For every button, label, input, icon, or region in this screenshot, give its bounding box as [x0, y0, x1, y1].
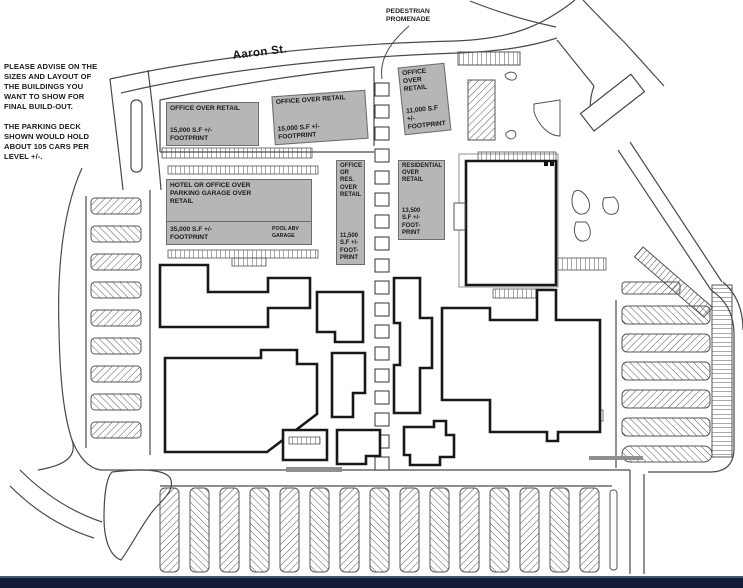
mall-upper-left: [158, 263, 312, 329]
building-title: HOTEL OR OFFICE OVER PARKING GARAGE OVER…: [170, 182, 252, 206]
building-divider: [167, 221, 311, 222]
parking-topright: [457, 51, 714, 318]
mall-lower-left-anchor: [163, 348, 319, 454]
building-size: 11,000 S.F +/- FOOTPRINT: [405, 104, 447, 131]
parking-bottom-columns: [159, 487, 618, 573]
building-title: OFFICE OVER RETAIL: [401, 67, 428, 94]
outparcel-south-2: [335, 428, 382, 466]
mall-mid-left-lower: [330, 351, 367, 419]
advisory-note: PLEASE ADVISE ON THE SIZES AND LAYOUT OF…: [4, 62, 98, 162]
existing-buildings: [158, 159, 602, 467]
parking-combs: [161, 147, 607, 422]
building-office-retail-2: OFFICE OVER RETAIL 15,000 S.F +/- FOOTPR…: [271, 89, 369, 146]
building-title: OFFICE OR RES. OVER RETAIL: [340, 163, 362, 198]
building-office-res-retail: OFFICE OR RES. OVER RETAIL 11,500 S.F +/…: [336, 160, 365, 265]
building-size: 11,500 S.F +/- FOOT- PRINT: [340, 233, 359, 261]
anchor-store-north: [464, 159, 558, 287]
promenade-label: PEDESTRIAN PROMENADE: [386, 8, 431, 24]
building-size: 15,000 S.F +/- FOOTPRINT: [277, 122, 320, 141]
promenade-squares: [374, 82, 390, 471]
building-size: 15,000 S.F +/- FOOTPRINT: [170, 126, 212, 142]
building-title: OFFICE OVER RETAIL: [275, 94, 346, 107]
building-size: 13,500 S.F +/- FOOT- PRINT: [402, 208, 421, 236]
building-residential-retail: RESIDENTIAL OVER RETAIL 13,500 S.F +/- F…: [398, 160, 445, 240]
building-size: 35,000 S.F +/- FOOTPRINT: [170, 225, 212, 241]
building-title: RESIDENTIAL OVER RETAIL: [402, 163, 443, 184]
curb-islands: [504, 71, 619, 242]
building-office-retail-1: OFFICE OVER RETAIL 15,000 S.F +/- FOOTPR…: [166, 102, 259, 146]
parking-left-rows: [90, 197, 142, 439]
building-hotel-garage: HOTEL OR OFFICE OVER PARKING GARAGE OVER…: [166, 179, 312, 245]
roads: [9, 0, 743, 574]
building-office-retail-3: OFFICE OVER RETAIL 11,000 S.F +/- FOOTPR…: [397, 62, 452, 136]
median-strips: [286, 456, 643, 472]
building-title: OFFICE OVER RETAIL: [170, 105, 240, 112]
outparcel-south-1: [281, 428, 329, 462]
mall-mid-left: [315, 290, 365, 344]
parking-right-rows: [621, 281, 733, 463]
bottom-bar: [0, 576, 743, 588]
promenade-leader-line: [381, 25, 410, 80]
anchor-store-east: [440, 288, 602, 443]
mall-promenade-east-strip: [392, 276, 434, 415]
outparcel-south-3: [402, 419, 456, 467]
pool-label: POOL ABV GARAGE: [272, 226, 299, 239]
building-details: [288, 153, 559, 445]
